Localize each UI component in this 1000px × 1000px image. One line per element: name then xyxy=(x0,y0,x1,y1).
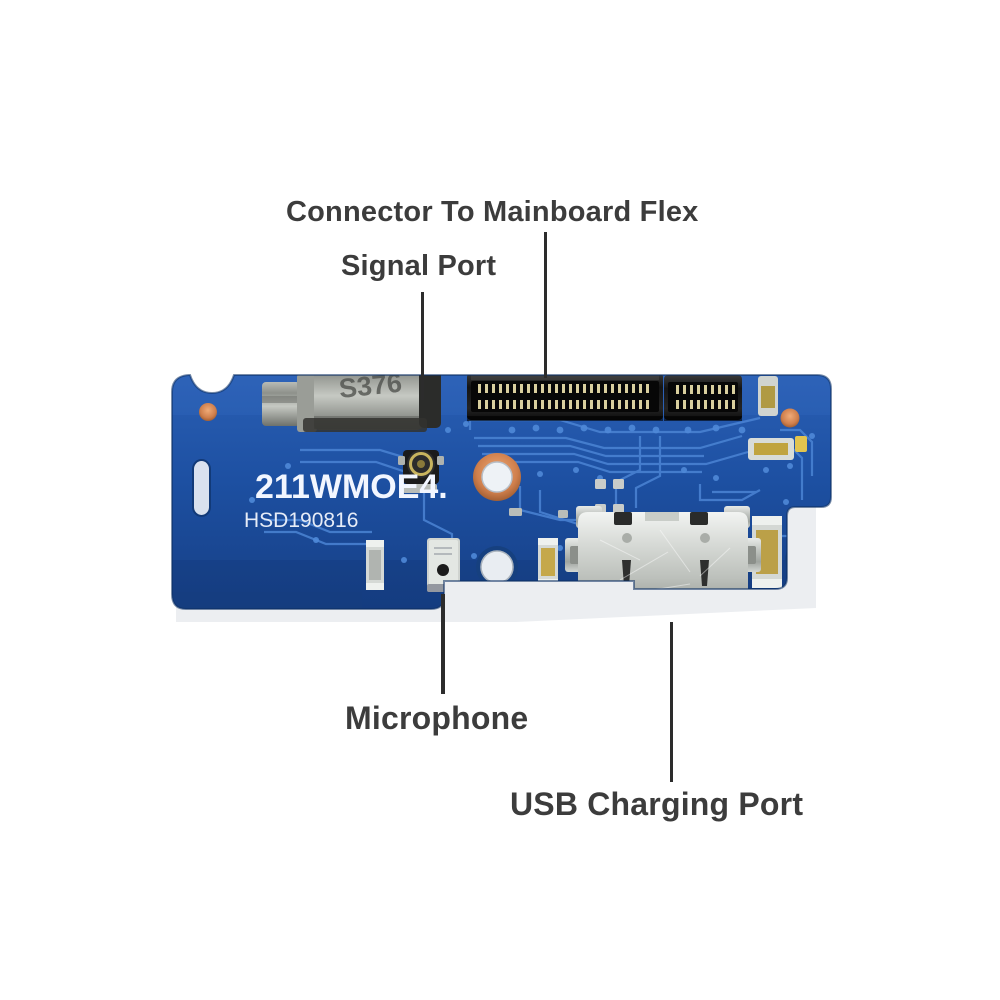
copper-pad-right xyxy=(780,408,800,428)
mounting-hole-center xyxy=(473,453,521,501)
smd-component-right-of-mic xyxy=(538,538,558,586)
leader-line-microphone xyxy=(441,594,445,694)
mainboard-flex-connector xyxy=(467,375,663,421)
signal-port-connector xyxy=(664,375,742,421)
label-usb-charging-port: USB Charging Port xyxy=(510,786,804,822)
leader-line-signal-port xyxy=(421,292,424,400)
left-slot xyxy=(193,460,210,516)
label-microphone: Microphone xyxy=(345,700,529,736)
smd-components-right xyxy=(748,376,807,588)
rf-coax-connector xyxy=(398,450,444,493)
leader-line-connector-to-mainboard-flex xyxy=(544,232,547,378)
silkscreen-batch-code: HSD190816 xyxy=(244,509,358,532)
mounting-hole-lower-center xyxy=(476,546,518,588)
vibration-motor: S376 xyxy=(262,375,441,432)
copper-pad-left xyxy=(199,403,217,421)
leader-line-usb-charging-port xyxy=(670,622,673,782)
silkscreen-part-number: 211WMOE4. xyxy=(255,468,448,506)
label-connector-to-mainboard-flex: Connector To Mainboard Flex xyxy=(286,196,699,228)
smd-component-left xyxy=(366,540,384,590)
label-signal-port: Signal Port xyxy=(341,250,497,282)
